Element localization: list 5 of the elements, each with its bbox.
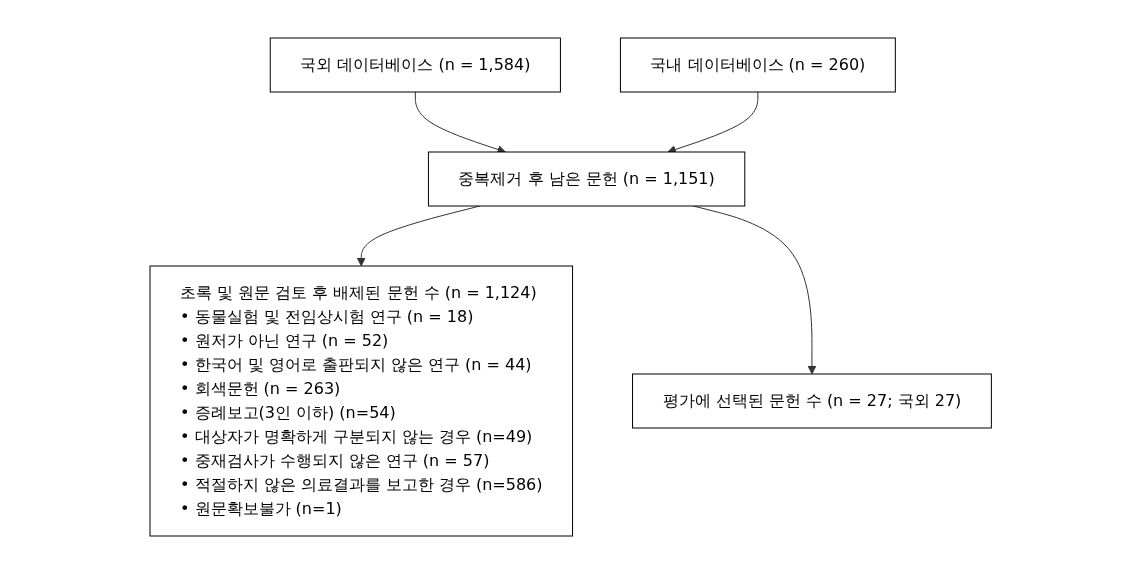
node-box: 국내 데이터베이스 (n = 260) — [619, 37, 896, 92]
node-box: 국외 데이터베이스 (n = 1,584) — [269, 37, 561, 92]
node-box: 초록 및 원문 검토 후 배제된 문헌 수 (n = 1,124) • 동물실험 및 전임상시험 연구 (n = 18) • 원저가 아닌 연구 (n = 52) • 한국어 및 영어로 출판되지 않은 연구 (n = 44) • 회색문헌 (n = 263) • 증례보고(3인 이하) (n=54) • 대상자가 명확하게 구분되지 않는 경우 (n=49) • 중재검사가 수행되지 않은 연구 (n = 57) • 적절하지 않은 의료결과를 보고한 경우 (n=586) • 원문확보불가 (n=1) — [149, 265, 573, 536]
node-box: 중복제거 후 남은 문헌 (n = 1,151) — [427, 151, 746, 206]
node-box: 평가에 선택된 문헌 수 (n = 27; 국외 27) — [631, 373, 992, 428]
